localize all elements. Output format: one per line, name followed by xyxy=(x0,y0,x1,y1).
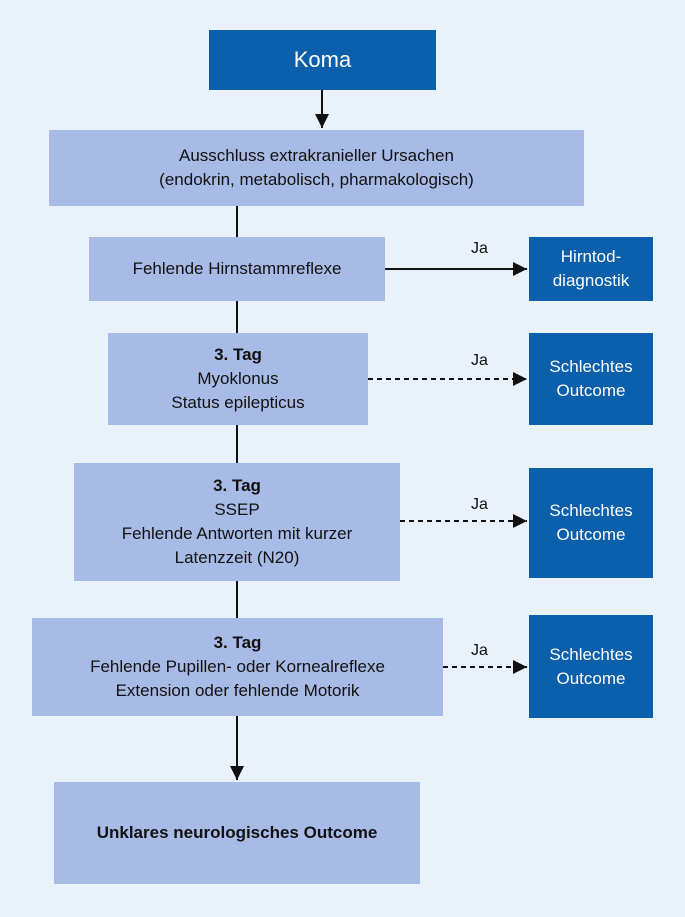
node-hirnstamm: Fehlende Hirnstammreflexe xyxy=(89,237,385,301)
node-koma-label: Koma xyxy=(293,47,352,72)
node-outcome-2-line: Outcome xyxy=(556,525,626,544)
node-outcome-1-line: Outcome xyxy=(556,381,626,400)
node-tag3-myoklonus-heading: 3. Tag xyxy=(214,345,262,364)
node-tag3-myoklonus-line: Status epilepticus xyxy=(171,393,305,412)
node-hirntod: Hirntod- diagnostik xyxy=(529,237,653,301)
node-outcome-3-line: Schlechtes xyxy=(549,644,633,664)
node-unklar-label: Unklares neurologisches Outcome xyxy=(96,823,378,842)
node-ausschluss: Ausschluss extrakranieller Ursachen (end… xyxy=(49,130,584,206)
node-hirntod-line: diagnostik xyxy=(552,271,630,290)
node-tag3-ssep: 3. Tag SSEP Fehlende Antworten mit kurze… xyxy=(74,463,400,581)
node-outcome-2: Schlechtes Outcome xyxy=(529,468,653,578)
node-outcome-2-line: Schlechtes xyxy=(549,501,633,520)
node-hirnstamm-label: Fehlende Hirnstammreflexe xyxy=(132,259,342,278)
edge-label-ja-hirntod: Ja xyxy=(471,240,488,257)
node-tag3-ssep-line: Fehlende Antworten mit kurzer xyxy=(121,524,353,543)
node-outcome-3-line: Outcome xyxy=(556,668,626,688)
edge-label-ja-outcome-3: Ja xyxy=(471,642,488,659)
edge-label-ja-outcome-1: Ja xyxy=(471,352,488,369)
node-ausschluss-line: (endokrin, metabolisch, pharmakologisch) xyxy=(159,170,474,189)
node-koma: Koma xyxy=(209,30,436,90)
node-tag3-pupillen-line: Extension oder fehlende Motorik xyxy=(115,681,360,700)
node-hirntod-line: Hirntod- xyxy=(560,247,622,266)
node-tag3-pupillen-heading: 3. Tag xyxy=(213,633,262,652)
edge-label-ja-outcome-2: Ja xyxy=(471,496,488,513)
node-tag3-myoklonus: 3. Tag Myoklonus Status epilepticus xyxy=(108,333,368,425)
node-tag3-myoklonus-line: Myoklonus xyxy=(197,369,279,388)
node-outcome-1-line: Schlechtes xyxy=(549,357,633,376)
node-outcome-3: Schlechtes Outcome xyxy=(529,615,653,718)
node-tag3-ssep-line: Latenzzeit (N20) xyxy=(174,548,300,567)
node-ausschluss-line: Ausschluss extrakranieller Ursachen xyxy=(179,146,454,165)
node-tag3-ssep-heading: 3. Tag xyxy=(213,476,261,495)
node-unklar: Unklares neurologisches Outcome xyxy=(54,782,420,884)
node-tag3-pupillen: 3. Tag Fehlende Pupillen- oder Kornealre… xyxy=(32,618,443,716)
node-outcome-1: Schlechtes Outcome xyxy=(529,333,653,425)
node-tag3-ssep-line: SSEP xyxy=(214,500,260,519)
node-tag3-pupillen-line: Fehlende Pupillen- oder Kornealreflexe xyxy=(90,657,385,676)
